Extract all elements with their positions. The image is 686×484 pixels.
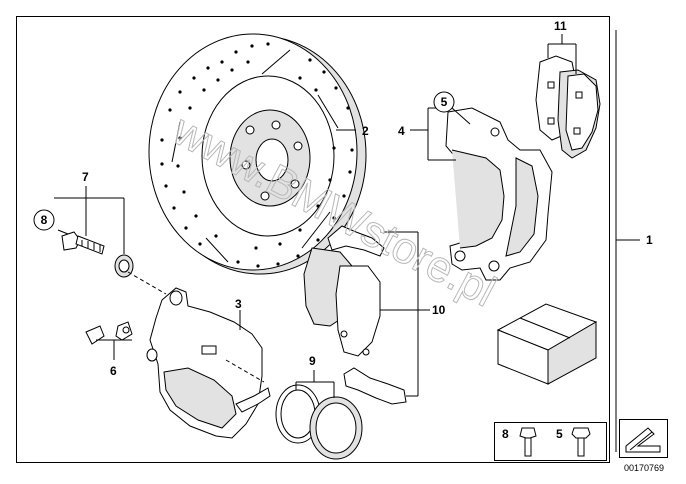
brake-caliper [146,287,271,439]
guide-bolt [61,231,105,255]
callout-4: 4 [398,124,405,138]
brake-pads-set-11 [535,55,601,159]
reference-number: 00170769 [624,463,664,473]
package-box [496,303,598,385]
seal-rings [275,384,363,460]
brake-disc [148,33,367,275]
callout-5-circle [433,91,455,113]
callout-3: 3 [235,297,242,311]
bolt-8-icon [519,427,537,457]
callout-5: 5 [441,95,448,109]
disc-drill-holes [160,42,354,268]
callout-labels: 1 2 3 4 5 6 7 8 9 10 11 [33,19,653,378]
legend-key-5: 5 [556,427,563,441]
callout-11: 11 [554,19,567,33]
caliper-carrier [445,107,553,281]
bolt-5-icon [571,427,591,457]
callout-7: 7 [82,170,89,184]
navigation-arrow-icon[interactable] [619,419,668,458]
hardware-legend: 8 5 [494,422,607,461]
callout-1: 1 [646,233,653,247]
callout-10: 10 [432,303,446,317]
brake-pads-10 [303,225,407,405]
leader-lines [54,30,640,452]
diagram-frame [16,16,610,463]
callout-8: 8 [41,213,48,227]
bleeder-screw [85,321,133,345]
callout-9: 9 [309,354,316,368]
callout-2: 2 [362,124,369,138]
guide-sleeve [114,254,134,278]
callout-6: 6 [110,364,117,378]
legend-key-8: 8 [502,427,509,441]
callout-8-circle [33,209,55,231]
